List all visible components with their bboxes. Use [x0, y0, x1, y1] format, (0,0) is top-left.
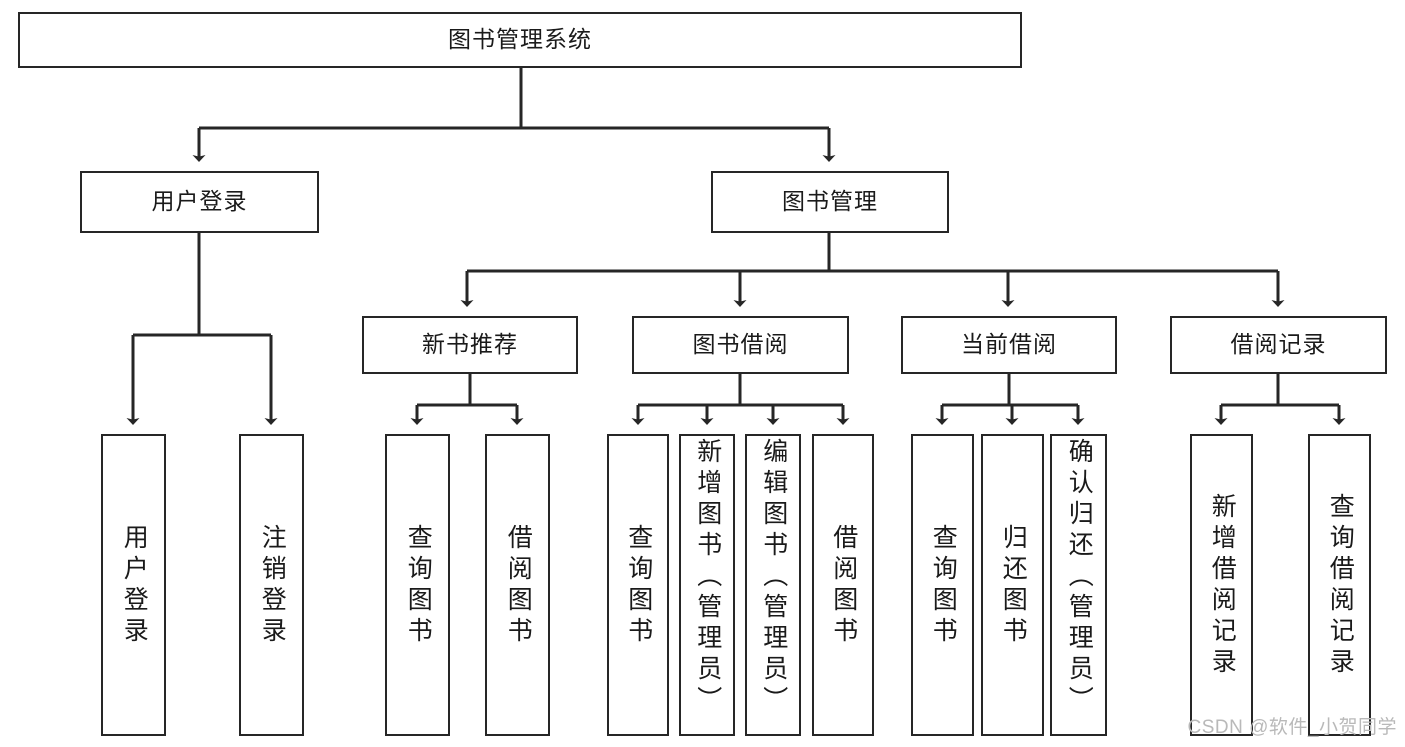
node-label: 注销登录: [258, 524, 287, 648]
node-label: 用户登录: [151, 188, 248, 215]
node-label: 图书管理: [782, 188, 878, 215]
node-label: 查询图书: [929, 524, 958, 648]
node-label: 新增图书（管理员）: [693, 438, 722, 717]
leaf-borrow-book-recommend[interactable]: 借阅图书: [485, 434, 550, 736]
leaf-query-book-borrow[interactable]: 查询图书: [607, 434, 669, 736]
node-label: 用户登录: [120, 524, 149, 648]
node-book-borrow[interactable]: 图书借阅: [632, 316, 849, 374]
leaf-query-borrow-record[interactable]: 查询借阅记录: [1308, 434, 1371, 736]
leaf-query-book-recommend[interactable]: 查询图书: [385, 434, 450, 736]
node-label: 图书借阅: [692, 331, 789, 358]
node-label: 查询图书: [624, 524, 653, 648]
node-label: 借阅图书: [504, 524, 533, 648]
watermark: CSDN @软件_小贺同学: [1187, 717, 1397, 738]
node-root[interactable]: 图书管理系统: [18, 12, 1022, 68]
node-borrow-record[interactable]: 借阅记录: [1170, 316, 1387, 374]
leaf-add-book-admin[interactable]: 新增图书（管理员）: [679, 434, 735, 736]
node-current-borrow[interactable]: 当前借阅: [901, 316, 1117, 374]
node-user-login[interactable]: 用户登录: [80, 171, 319, 233]
node-new-book-recommend[interactable]: 新书推荐: [362, 316, 578, 374]
node-label: 新增借阅记录: [1208, 493, 1237, 679]
leaf-query-book-current[interactable]: 查询图书: [911, 434, 974, 736]
leaf-borrow-book[interactable]: 借阅图书: [812, 434, 874, 736]
node-label: 查询借阅记录: [1326, 493, 1355, 679]
node-label: 确认归还（管理员）: [1065, 438, 1094, 717]
node-label: 图书管理系统: [448, 26, 592, 53]
leaf-return-book[interactable]: 归还图书: [981, 434, 1044, 736]
node-label: 借阅记录: [1230, 331, 1327, 358]
node-label: 借阅图书: [829, 524, 858, 648]
leaf-logout[interactable]: 注销登录: [239, 434, 304, 736]
node-label: 查询图书: [404, 524, 433, 648]
leaf-add-borrow-record[interactable]: 新增借阅记录: [1190, 434, 1253, 736]
leaf-edit-book-admin[interactable]: 编辑图书（管理员）: [745, 434, 801, 736]
leaf-confirm-return-admin[interactable]: 确认归还（管理员）: [1050, 434, 1107, 736]
node-label: 新书推荐: [422, 331, 518, 358]
node-book-management[interactable]: 图书管理: [711, 171, 949, 233]
node-label: 编辑图书（管理员）: [759, 438, 788, 717]
node-label: 当前借阅: [961, 331, 1057, 358]
leaf-user-login[interactable]: 用户登录: [101, 434, 166, 736]
node-label: 归还图书: [999, 524, 1028, 648]
